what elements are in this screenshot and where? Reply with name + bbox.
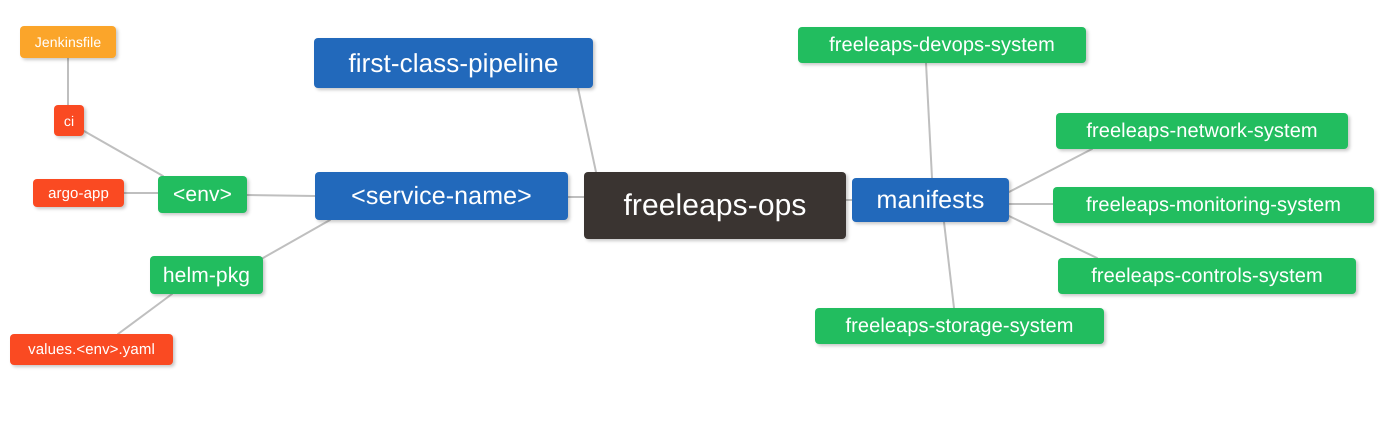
- node-ci[interactable]: ci: [54, 105, 84, 136]
- node-jenkinsfile[interactable]: Jenkinsfile: [20, 26, 116, 58]
- node-label-argo-app: argo-app: [48, 184, 109, 202]
- edge-manifests-to-freeleaps-storage-system: [943, 221, 955, 309]
- node-freeleaps-ops[interactable]: freeleaps-ops: [584, 172, 846, 239]
- node-helm-pkg[interactable]: helm-pkg: [150, 256, 263, 294]
- node-label-helm-pkg: helm-pkg: [162, 263, 251, 287]
- node-first-class-pipeline[interactable]: first-class-pipeline: [314, 38, 593, 88]
- node-freeleaps-storage-system[interactable]: freeleaps-storage-system: [815, 308, 1104, 344]
- node-label-freeleaps-ops: freeleaps-ops: [623, 188, 807, 222]
- node-label-jenkinsfile: Jenkinsfile: [34, 34, 102, 50]
- node-label-service-name: <service-name>: [351, 181, 532, 210]
- node-manifests[interactable]: manifests: [852, 178, 1009, 222]
- node-label-first-class-pipeline: first-class-pipeline: [348, 48, 559, 78]
- node-freeleaps-network-system[interactable]: freeleaps-network-system: [1056, 113, 1348, 149]
- node-freeleaps-monitoring-system[interactable]: freeleaps-monitoring-system: [1053, 187, 1374, 223]
- edge-manifests-to-freeleaps-devops-system: [925, 62, 933, 179]
- edge-freeleaps-ops-to-first-class-pipeline: [577, 87, 597, 173]
- edge-service-name-to-env: [246, 194, 316, 197]
- edge-env-to-ci: [83, 130, 164, 177]
- node-freeleaps-controls-system[interactable]: freeleaps-controls-system: [1058, 258, 1356, 294]
- node-label-manifests: manifests: [876, 185, 985, 214]
- edge-helm-pkg-to-values-yaml: [117, 293, 173, 335]
- node-label-freeleaps-storage-system: freeleaps-storage-system: [845, 315, 1074, 337]
- node-service-name[interactable]: <service-name>: [315, 172, 568, 220]
- node-label-freeleaps-devops-system: freeleaps-devops-system: [829, 34, 1055, 56]
- node-label-values-yaml: values.<env>.yaml: [28, 341, 155, 358]
- node-argo-app[interactable]: argo-app: [33, 179, 124, 207]
- node-env[interactable]: <env>: [158, 176, 247, 213]
- node-label-freeleaps-monitoring-system: freeleaps-monitoring-system: [1085, 194, 1341, 216]
- node-label-env: <env>: [173, 183, 232, 206]
- edge-service-name-to-helm-pkg: [262, 219, 331, 259]
- node-label-freeleaps-controls-system: freeleaps-controls-system: [1091, 265, 1323, 287]
- node-freeleaps-devops-system[interactable]: freeleaps-devops-system: [798, 27, 1086, 63]
- edge-manifests-to-freeleaps-network-system: [1008, 148, 1093, 193]
- node-label-freeleaps-network-system: freeleaps-network-system: [1086, 120, 1318, 142]
- node-label-ci: ci: [63, 112, 75, 129]
- node-values-yaml[interactable]: values.<env>.yaml: [10, 334, 173, 365]
